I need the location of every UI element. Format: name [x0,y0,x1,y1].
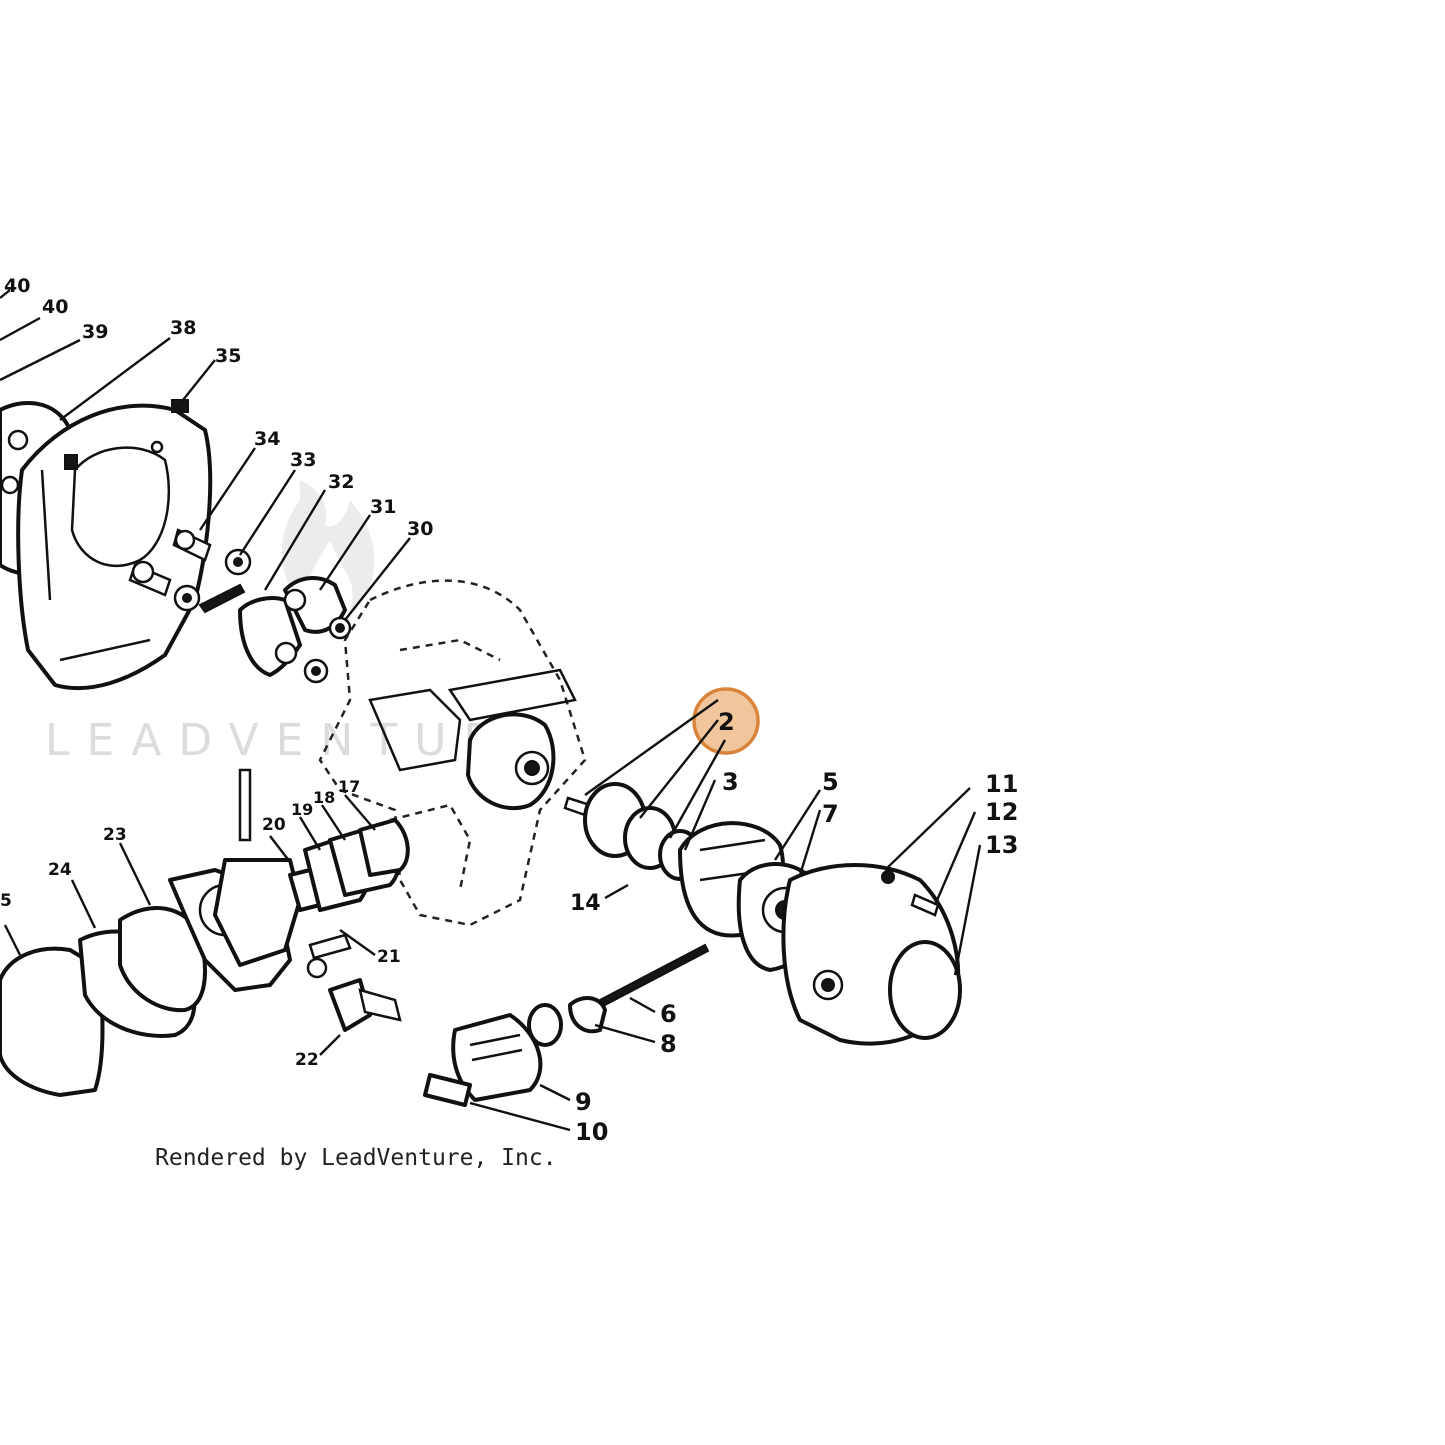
intake-spacers [303,818,410,912]
callout-19: 19 [291,800,313,819]
crankcase-outline [318,579,587,927]
callout-18: 18 [313,788,335,807]
callout-5: 5 [822,768,839,796]
callout-24: 24 [48,860,72,880]
callout-7: 7 [822,800,839,828]
callout-38: 38 [170,317,196,339]
fan-housing [0,399,213,691]
callout-2: 2 [718,708,735,736]
bolts-washers [128,528,252,614]
clutch-shoes [238,576,352,684]
callout-22: 22 [295,1050,319,1070]
starter-handle [423,943,710,1107]
callout-left-edge: 5 [0,891,12,911]
leader-lines [0,289,982,1132]
callout-14: 14 [570,891,601,916]
callout-40-top: 40 [4,275,30,297]
callout-9: 9 [575,1088,592,1116]
callout-10: 10 [575,1118,608,1146]
callout-39: 39 [82,321,108,343]
callout-20: 20 [262,815,286,835]
callout-32: 32 [328,471,354,493]
callout-8: 8 [660,1030,677,1058]
callouts: 40 40 39 38 35 34 33 32 31 30 2 3 5 7 11… [0,275,1018,1146]
callout-40: 40 [42,296,68,318]
callout-21: 21 [377,947,401,967]
callout-6: 6 [660,1000,677,1028]
callout-13: 13 [985,831,1018,859]
starter-housing [781,863,962,1046]
callout-17: 17 [338,777,360,796]
callout-30: 30 [407,518,433,540]
callout-35: 35 [215,345,241,367]
callout-11: 11 [985,770,1018,798]
callout-23: 23 [103,825,127,845]
callout-33: 33 [290,449,316,471]
callout-34: 34 [254,428,280,450]
carburetor [0,768,402,1097]
callout-3: 3 [722,768,739,796]
callout-12: 12 [985,798,1018,826]
callout-31: 31 [370,496,396,518]
credit-line: Rendered by LeadVenture, Inc. [155,1145,557,1171]
